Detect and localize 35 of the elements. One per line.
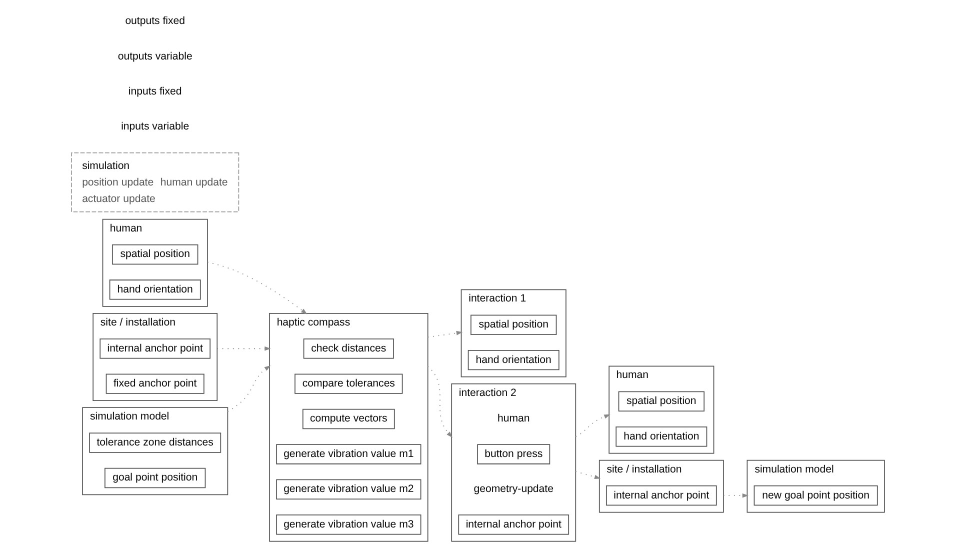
arrow <box>575 471 601 479</box>
node-box: simulation position update human update actuator update <box>71 152 240 212</box>
node-box: compare tolerances <box>294 374 403 394</box>
arrow <box>723 493 749 498</box>
node-box: generate vibration value m2 <box>276 479 422 500</box>
node-box: generate vibration value m1 <box>276 444 422 464</box>
label: geometry-update <box>474 483 554 496</box>
arrow <box>227 365 271 412</box>
node-box: button press <box>477 444 550 464</box>
label: outputs fixed <box>125 15 186 28</box>
node-box: hand orientation <box>616 426 708 447</box>
node-box: tolerance zone distances <box>89 432 222 453</box>
label: human <box>497 412 530 425</box>
node-box: compute vectors <box>302 408 395 430</box>
label: outputs variable <box>118 50 192 62</box>
arrow <box>216 346 271 351</box>
label: inputs fixed <box>128 85 182 98</box>
node-box: spatial position <box>618 391 705 412</box>
node-box: internal anchor point <box>458 514 570 535</box>
node-box: hand orientation <box>109 280 201 300</box>
node-box: check distances <box>303 338 394 359</box>
node-box: internal anchor point <box>100 338 211 359</box>
node-box: spatial position <box>112 244 198 265</box>
arrow <box>207 262 308 314</box>
node-box: new goal point position <box>754 485 878 506</box>
arrow <box>427 330 463 338</box>
node-box: goal point position <box>104 468 206 488</box>
node-box: generate vibration value m3 <box>276 514 422 535</box>
arrow <box>427 366 452 438</box>
node-box: internal anchor point <box>606 485 717 506</box>
label: inputs variable <box>121 120 190 133</box>
node-box: spatial position <box>470 314 557 335</box>
arrow <box>575 414 610 438</box>
node-box: fixed anchor point <box>106 374 204 394</box>
node-box: hand orientation <box>468 350 560 370</box>
